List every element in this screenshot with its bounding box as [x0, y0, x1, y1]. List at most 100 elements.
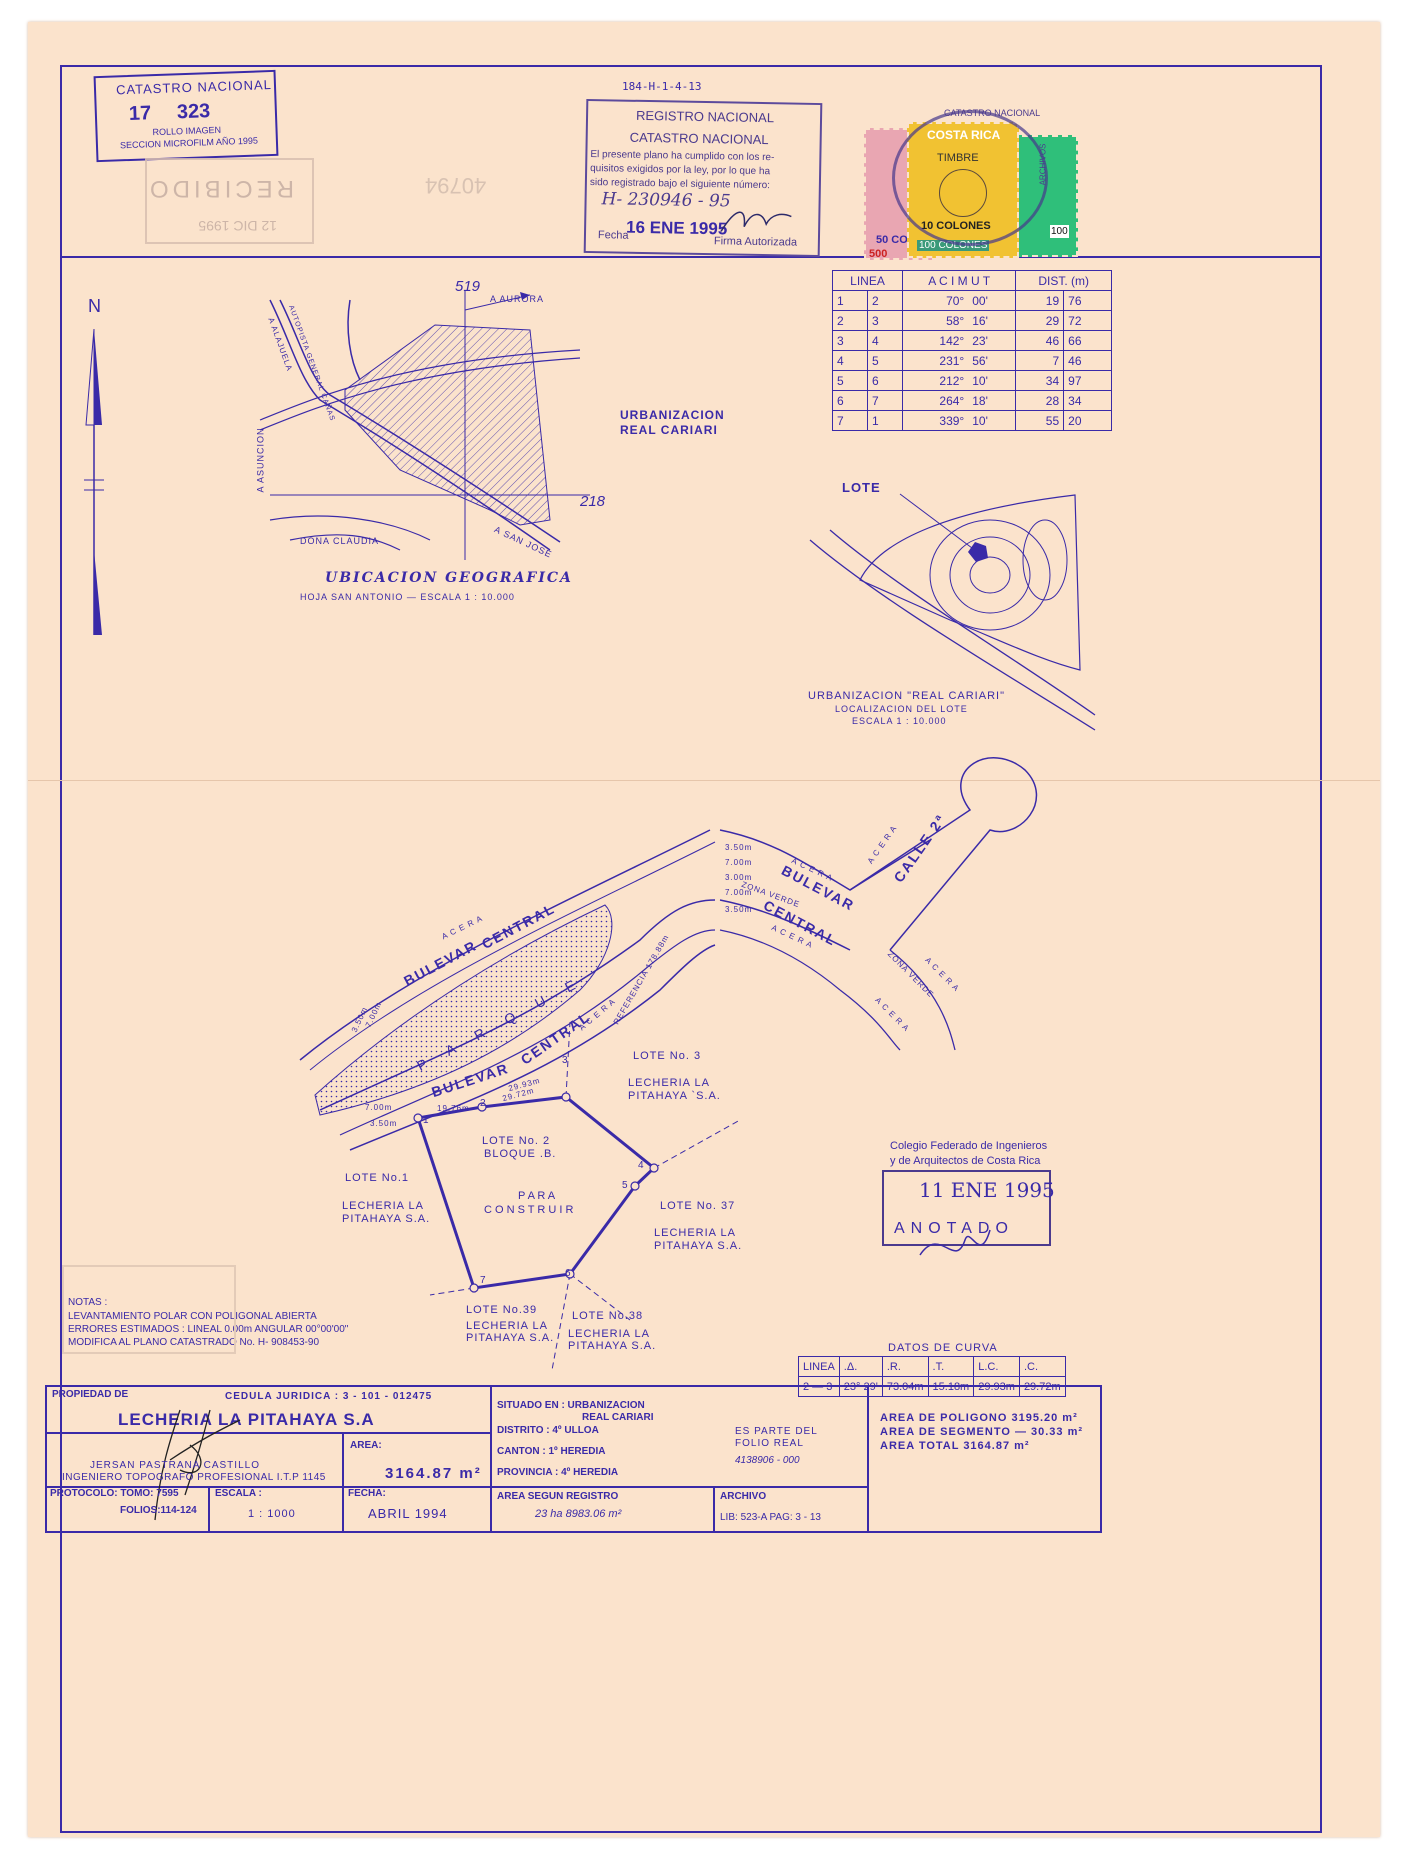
cell: 7	[832, 410, 868, 431]
header-divider	[60, 256, 1322, 258]
microfilm-title: CATASTRO NACIONAL	[115, 76, 273, 98]
microfilm-line1: ROLLO IMAGEN	[152, 124, 222, 138]
notes-line-1: LEVANTAMIENTO POLAR CON POLIGONAL ABIERT…	[68, 1311, 317, 1322]
distrito: DISTRITO : 4º ULLOA	[497, 1425, 599, 1436]
notes-title: NOTAS :	[68, 1297, 108, 1308]
grid-right-label: 218	[580, 493, 606, 510]
colegio-signature-icon	[919, 1229, 991, 1256]
lot-location-subtitle: LOCALIZACION DEL LOTE	[835, 704, 968, 714]
microfilm-image: 323	[176, 100, 211, 124]
north-arrow-icon	[84, 328, 104, 635]
cell: 23'	[968, 330, 1017, 351]
stamp-pink-value: 50 CO	[876, 234, 908, 246]
cell: 72	[1063, 310, 1112, 331]
archivo-label: ARCHIVO	[720, 1491, 767, 1502]
registry-stamp: REGISTRO NACIONAL CATASTRO NACIONAL El p…	[583, 98, 823, 258]
registry-line1: REGISTRO NACIONAL	[635, 107, 775, 126]
tb-divider	[45, 1432, 490, 1434]
cell: 10'	[968, 370, 1017, 391]
curve-header-row: LINEA.Δ..R..T.L.C..C.	[798, 1356, 1066, 1377]
colegio-stamp: 11 ENE 1995 ANOTADO	[882, 1170, 1055, 1246]
cell: 34	[1015, 370, 1065, 391]
lote-1-owner-2: PITAHAYA S.A.	[342, 1213, 431, 1225]
cell: 10'	[968, 410, 1017, 431]
dim-700-b: 7.00m	[725, 888, 753, 897]
propiedad-label: PROPIEDAD DE	[52, 1389, 129, 1400]
area-registro-value: 23 ha 8983.06 m²	[535, 1508, 622, 1520]
cell: 339°	[901, 410, 969, 431]
cell: 3	[832, 330, 868, 351]
dim-700-d: 7.00m	[365, 1103, 393, 1112]
area-poligono: AREA DE POLIGONO 3195.20 m²	[880, 1412, 1078, 1424]
cell: 264°	[901, 390, 969, 411]
tb-divider	[490, 1385, 492, 1533]
dim-300: 3.00m	[725, 873, 753, 882]
area-value: 3164.87 m²	[385, 1465, 482, 1482]
cell: L.C.	[973, 1356, 1020, 1377]
registry-body1: El presente plano ha cumplido con los re…	[590, 149, 775, 164]
curve-data-title: DATOS DE CURVA	[888, 1342, 998, 1354]
fold-line	[28, 780, 1380, 781]
tb-divider	[867, 1385, 869, 1533]
cell: 3	[866, 310, 903, 331]
cell: 7	[866, 390, 903, 411]
cell: 55	[1015, 410, 1065, 431]
lote-37-owner-2: PITAHAYA S.A.	[654, 1240, 743, 1252]
area-label: AREA:	[350, 1440, 382, 1451]
engineer-title: INGENIERO TOPOGRAFO PROFESIONAL I.T.P 11…	[62, 1472, 326, 1483]
cell: 56'	[968, 350, 1017, 371]
revenue-stamps: 100 50 CO 500 COSTA RICA TIMBRE 10 COLON…	[862, 108, 1078, 260]
lote-37-owner-1: LECHERIA LA	[654, 1227, 736, 1239]
lote-38-owner-1: LECHERIA LA	[568, 1328, 650, 1340]
point-2: 2	[480, 1098, 486, 1109]
point-3: 3	[562, 1055, 568, 1066]
cell: 00'	[968, 290, 1017, 311]
stamp-main-value2: 100 COLONES	[917, 240, 990, 251]
para-label: P A R A	[518, 1190, 556, 1202]
faint-stamp-lower-left	[62, 1265, 236, 1354]
cell: 5	[832, 370, 868, 391]
colegio-word: ANOTADO	[894, 1220, 1014, 1237]
cell: 46	[1015, 330, 1065, 351]
round-cancel-stamp	[892, 110, 1048, 246]
lote-3-owner-2: PITAHAYA `S.A.	[628, 1090, 721, 1102]
lote-1-label: LOTE No.1	[345, 1172, 410, 1184]
cell: 4	[866, 330, 903, 351]
cell: 212°	[901, 370, 969, 391]
notes-line-3: MODIFICA AL PLANO CATASTRADO No. H- 9084…	[68, 1337, 320, 1348]
cell: 7	[1015, 350, 1065, 371]
lote-39-owner-2: PITAHAYA S.A.	[466, 1332, 555, 1344]
plan-code: 184-H-1-4-13	[622, 80, 702, 93]
location-map	[259, 290, 590, 560]
cell: 16'	[968, 310, 1017, 331]
area-segmento: AREA DE SEGMENTO — 30.33 m²	[880, 1426, 1084, 1438]
situado-label: SITUADO EN : URBANIZACION	[497, 1400, 645, 1411]
segment-1-2-length: 19.76m	[437, 1104, 470, 1113]
area-total: AREA TOTAL 3164.87 m²	[880, 1440, 1030, 1452]
cell: 58°	[901, 310, 969, 331]
north-label: N	[88, 296, 101, 316]
cell: 76	[1063, 290, 1112, 311]
provincia: PROVINCIA : 4º HEREDIA	[497, 1467, 619, 1478]
engineer-signature-icon	[154, 1409, 241, 1521]
cell: 29	[1015, 310, 1065, 331]
survey-plan-sheet	[28, 22, 1380, 1837]
cell: 2	[866, 290, 903, 311]
cell: 1	[832, 290, 868, 311]
dim-350-b: 3.50m	[725, 905, 753, 914]
stamp-right-side: ARCHIVOS	[1038, 143, 1048, 186]
fecha-label: FECHA:	[348, 1488, 386, 1499]
dona-claudia-label: DONA CLAUDIA	[300, 536, 380, 546]
cell: 97	[1063, 370, 1112, 391]
cell: 4	[832, 350, 868, 371]
lote-pointer-label: LOTE	[842, 480, 881, 495]
situado-value: REAL CARIARI	[582, 1412, 654, 1423]
received-word: RECIBIDO	[145, 175, 294, 202]
fecha-value: ABRIL 1994	[368, 1506, 448, 1521]
notes-line-2: ERRORES ESTIMADOS : LINEAL 0.00m ANGULAR…	[68, 1324, 349, 1335]
archivo-value: LIB: 523-A PAG: 3 - 13	[720, 1512, 821, 1523]
